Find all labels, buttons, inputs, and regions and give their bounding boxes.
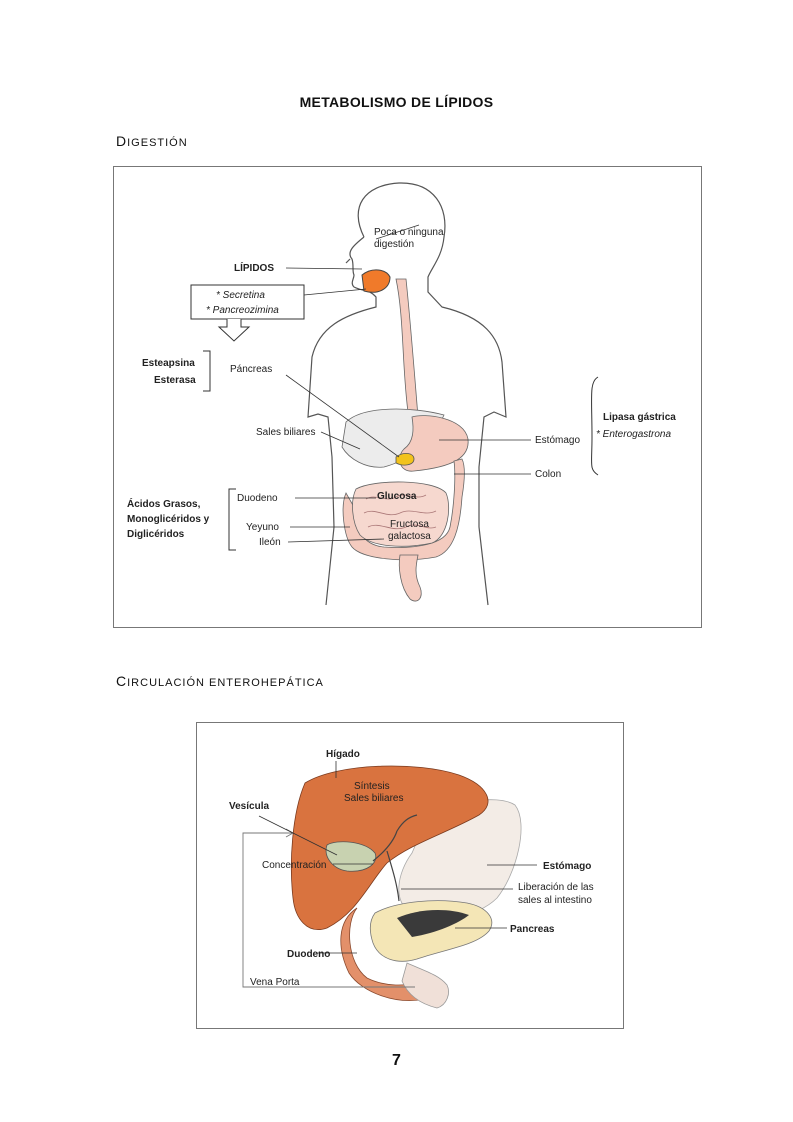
small-intestine-shape [352, 481, 449, 547]
label-enterogastrona: * Enterogastrona [596, 429, 671, 440]
stomach-shape [399, 415, 469, 472]
label-fructosa: Fructosa [390, 519, 429, 530]
vena-porta-line [242, 832, 415, 988]
label-acidos-3: Diglicéridos [127, 529, 185, 540]
label-lipasa: Lipasa gástrica [603, 412, 676, 423]
leader-lines [285, 224, 531, 543]
label-liberacion-1: Liberación de las [518, 882, 594, 893]
bracket-left-top [203, 350, 211, 392]
pancreas-shape [395, 453, 415, 466]
label-estomago: Estómago [543, 861, 591, 872]
leader-lines [258, 761, 537, 954]
label-duodeno: Duodeno [287, 949, 330, 960]
label-sintesis: Síntesis [354, 781, 390, 792]
circulation-figure: Hígado Síntesis Sales biliares Vesícula … [196, 722, 624, 1029]
label-esterasa: Esterasa [154, 375, 196, 386]
liver-shape [290, 765, 489, 930]
label-yeyuno: Yeyuno [246, 522, 279, 533]
intestine-loops [363, 494, 437, 530]
label-acidos-2: Monoglicéridos y [127, 514, 210, 525]
intestine-shape [401, 962, 449, 1009]
label-sales-biliares: Sales biliares [256, 427, 315, 438]
label-esteapsina: Esteapsina [142, 358, 195, 369]
label-vena-porta: Vena Porta [250, 977, 300, 988]
digestion-diagram: Poca o ninguna digestión LÍPIDOS * Secre… [127, 182, 676, 606]
rectum-shape [398, 554, 422, 602]
pancreatic-duct-shape [397, 909, 469, 937]
bracket-left-bottom [228, 488, 236, 551]
label-higado: Hígado [326, 749, 360, 760]
label-ileon: Ileón [259, 537, 281, 548]
label-pancreas: Pancreas [510, 924, 555, 935]
label-liberacion-2: sales al intestino [518, 895, 592, 906]
label-poca-1: Poca o ninguna [374, 227, 444, 238]
section-rest: IGESTIÓN [127, 137, 188, 149]
label-pancreozimina: * Pancreozimina [206, 305, 279, 316]
section-rest: IRCULACIÓN ENTEROHEPÁTICA [127, 677, 324, 689]
body-outline [307, 182, 507, 606]
mouth-shape [361, 269, 391, 293]
section-initial: C [116, 673, 128, 689]
page-number: 7 [392, 1052, 401, 1069]
label-colon: Colon [535, 469, 561, 480]
label-secretina: * Secretina [216, 290, 265, 301]
esophagus-shape [395, 278, 419, 418]
digestion-figure: Poca o ninguna digestión LÍPIDOS * Secre… [113, 166, 702, 628]
bile-ducts [372, 814, 418, 902]
circulation-diagram: Hígado Síntesis Sales biliares Vesícula … [229, 749, 594, 1009]
hormone-box [190, 284, 305, 320]
label-poca-2: digestión [374, 239, 414, 250]
label-sales-biliares: Sales biliares [344, 793, 403, 804]
bracket-right [591, 376, 599, 476]
label-duodeno: Duodeno [237, 493, 278, 504]
page-title: METABOLISMO DE LÍPIDOS [299, 94, 494, 110]
section-heading-circulacion: CIRCULACIÓN ENTEROHEPÁTICA [116, 673, 324, 689]
label-lipidos: LÍPIDOS [234, 261, 274, 274]
section-initial: D [116, 133, 128, 149]
label-vesicula: Vesícula [229, 801, 269, 812]
label-acidos-1: Ácidos Grasos, [127, 497, 201, 510]
section-heading-digestion: DIGESTIÓN [116, 133, 188, 149]
label-pancreas: Páncreas [230, 364, 272, 375]
label-concentracion: Concentración [262, 860, 326, 871]
label-glucosa: Glucosa [377, 491, 417, 502]
label-estomago: Estómago [535, 435, 580, 446]
label-galactosa: galactosa [388, 531, 431, 542]
down-arrow-icon [217, 319, 251, 342]
